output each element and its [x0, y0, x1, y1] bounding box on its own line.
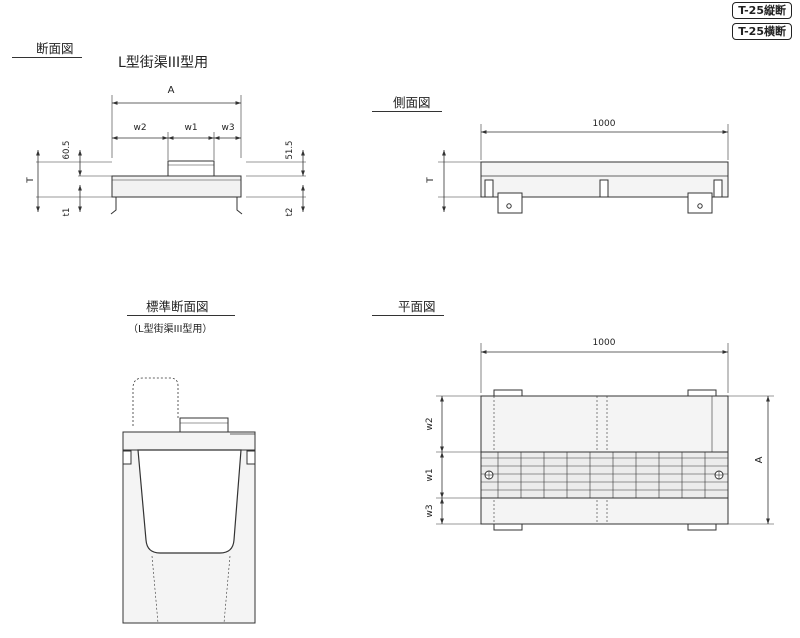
- dim-label-plan-length: 1000: [593, 338, 616, 348]
- standard-channel: [137, 449, 242, 554]
- dim-label-t: T: [26, 177, 36, 184]
- dim-label-w3: w3: [221, 123, 234, 133]
- side-view-title: 側面図: [393, 95, 431, 110]
- section-view-subtitle: L型街渠III型用: [118, 55, 209, 71]
- section-view-title-rule: [12, 57, 82, 58]
- dim-label-plan-w1: w1: [425, 468, 435, 481]
- dim-label-w1: w1: [184, 123, 197, 133]
- section-view: [36, 95, 306, 215]
- dim-label-plan-w3: w3: [425, 504, 435, 517]
- dim-label-51-5: 51.5: [285, 141, 295, 160]
- curb-outline-dashed: [132, 377, 179, 426]
- dim-label-plan-a: A: [754, 456, 765, 463]
- standard-grating: [179, 417, 229, 433]
- badge-t25-transverse: T-25横断: [732, 23, 792, 40]
- standard-cover: [122, 431, 256, 451]
- section-view-title: 断面図: [36, 41, 74, 56]
- dim-label-side-t: T: [426, 177, 436, 184]
- side-view-title-rule: [372, 111, 442, 112]
- plan-view-title: 平面図: [398, 299, 436, 314]
- dim-label-t2: t2: [285, 208, 295, 217]
- dim-label-w2: w2: [133, 123, 146, 133]
- standard-section-title: 標準断面図: [146, 299, 209, 314]
- standard-section-title-rule: [127, 315, 235, 316]
- dim-label-plan-w2: w2: [425, 417, 435, 430]
- side-bracket-right: [687, 192, 713, 214]
- badge-t25-longitudinal: T-25縦断: [732, 2, 792, 19]
- standard-section-subtitle: （L型街渠III型用）: [128, 324, 213, 335]
- side-bracket-left: [497, 192, 523, 214]
- dim-label-side-length: 1000: [593, 119, 616, 129]
- standard-section-view: [122, 377, 256, 624]
- dim-label-a: A: [168, 85, 175, 96]
- plan-view-title-rule: [372, 315, 444, 316]
- dim-label-60-5: 60.5: [62, 141, 72, 160]
- plan-view: [436, 343, 774, 531]
- section-cover-plate: [111, 175, 242, 198]
- dim-label-t1: t1: [62, 208, 72, 217]
- section-grating: [167, 160, 215, 177]
- side-view: [438, 124, 729, 214]
- plan-grating: [480, 451, 729, 499]
